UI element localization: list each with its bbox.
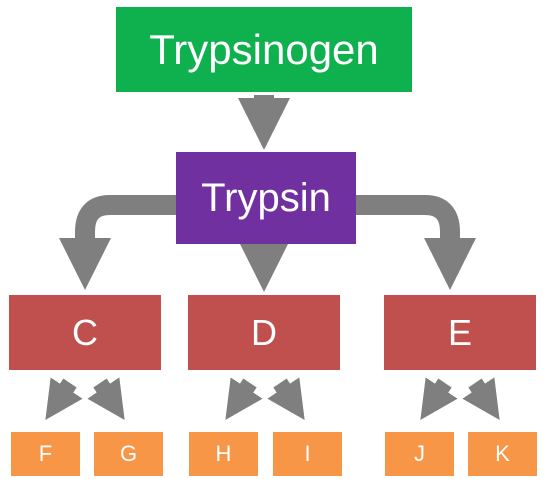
arrow-c-to-g [87,377,125,420]
arrow-trypsin-to-e [356,195,476,291]
node-trypsinogen: Trypsinogen [116,7,412,92]
node-g: G [94,432,163,476]
node-c: C [9,295,161,370]
arrow-d-to-i [267,377,305,420]
node-f: F [11,432,80,476]
node-h: H [189,432,258,476]
node-j: J [385,432,454,476]
node-d: D [188,295,340,370]
node-e: E [384,295,536,370]
arrow-trypsin-to-c [58,195,176,291]
node-k: K [468,432,537,476]
arrow-c-to-f [45,377,83,420]
arrow-e-to-k [462,377,500,420]
arrow-d-to-h [225,377,263,420]
node-i: I [273,432,342,476]
node-trypsin: Trypsin [176,152,356,244]
arrow-e-to-j [420,377,458,420]
